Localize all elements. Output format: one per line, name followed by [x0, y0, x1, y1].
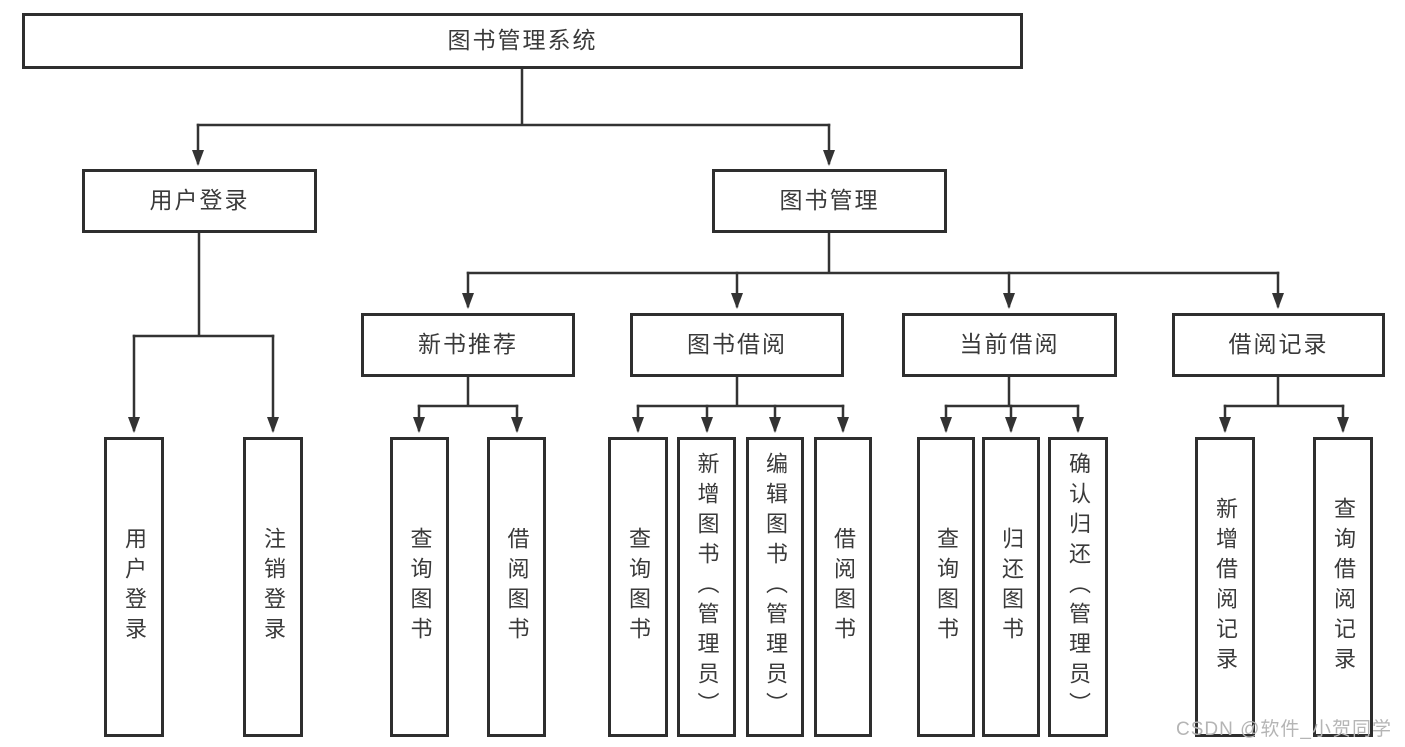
- node-leaf-logout: 注销登录: [243, 437, 303, 737]
- node-book-management: 图书管理: [712, 169, 947, 233]
- node-leaf-query-borrow-record: 查询借阅记录: [1313, 437, 1373, 737]
- node-leaf-borrow-books-1-label: 借阅图书: [504, 527, 530, 647]
- node-leaf-borrow-books-1: 借阅图书: [487, 437, 546, 737]
- node-leaf-query-books-3-label: 查询图书: [934, 527, 959, 647]
- node-leaf-add-borrow-record-label: 新增借阅记录: [1213, 497, 1238, 677]
- csdn-watermark: CSDN @软件_小贺同学: [1176, 719, 1392, 740]
- node-leaf-return-book-label: 归还图书: [999, 527, 1024, 647]
- node-leaf-logout-label: 注销登录: [261, 527, 286, 647]
- node-leaf-return-book: 归还图书: [982, 437, 1040, 737]
- node-leaf-borrow-books-2-label: 借阅图书: [831, 527, 856, 647]
- node-current-borrow-label: 当前借阅: [959, 331, 1060, 358]
- node-user-login: 用户登录: [82, 169, 317, 233]
- node-new-book-recommend: 新书推荐: [361, 313, 575, 377]
- node-current-borrow: 当前借阅: [902, 313, 1117, 377]
- node-leaf-query-books-2-label: 查询图书: [626, 527, 651, 647]
- node-leaf-query-books-2: 查询图书: [608, 437, 668, 737]
- node-leaf-confirm-return-admin-label: 确认归还（管理员）: [1066, 452, 1091, 722]
- node-leaf-edit-book-admin: 编辑图书（管理员）: [746, 437, 804, 737]
- node-book-borrow-label: 图书借阅: [687, 331, 787, 358]
- node-leaf-user-login: 用户登录: [104, 437, 164, 737]
- node-book-borrow: 图书借阅: [630, 313, 844, 377]
- node-leaf-edit-book-admin-label: 编辑图书（管理员）: [763, 452, 788, 722]
- node-new-book-recommend-label: 新书推荐: [418, 331, 518, 358]
- node-root: 图书管理系统: [22, 13, 1023, 69]
- node-borrow-records-label: 借阅记录: [1228, 331, 1329, 358]
- node-root-label: 图书管理系统: [447, 27, 598, 54]
- node-leaf-query-books-1-label: 查询图书: [407, 527, 433, 647]
- node-borrow-records: 借阅记录: [1172, 313, 1385, 377]
- node-leaf-add-book-admin-label: 新增图书（管理员）: [694, 452, 720, 722]
- node-leaf-add-borrow-record: 新增借阅记录: [1195, 437, 1255, 737]
- connector-segments: [132, 66, 1345, 408]
- node-leaf-borrow-books-2: 借阅图书: [814, 437, 872, 737]
- node-leaf-user-login-label: 用户登录: [122, 527, 147, 647]
- node-leaf-confirm-return-admin: 确认归还（管理员）: [1048, 437, 1108, 737]
- node-book-management-label: 图书管理: [779, 187, 880, 214]
- node-user-login-label: 用户登录: [149, 187, 250, 214]
- node-leaf-query-books-1: 查询图书: [390, 437, 449, 737]
- node-leaf-query-borrow-record-label: 查询借阅记录: [1331, 497, 1356, 677]
- node-leaf-query-books-3: 查询图书: [917, 437, 975, 737]
- node-leaf-add-book-admin: 新增图书（管理员）: [677, 437, 736, 737]
